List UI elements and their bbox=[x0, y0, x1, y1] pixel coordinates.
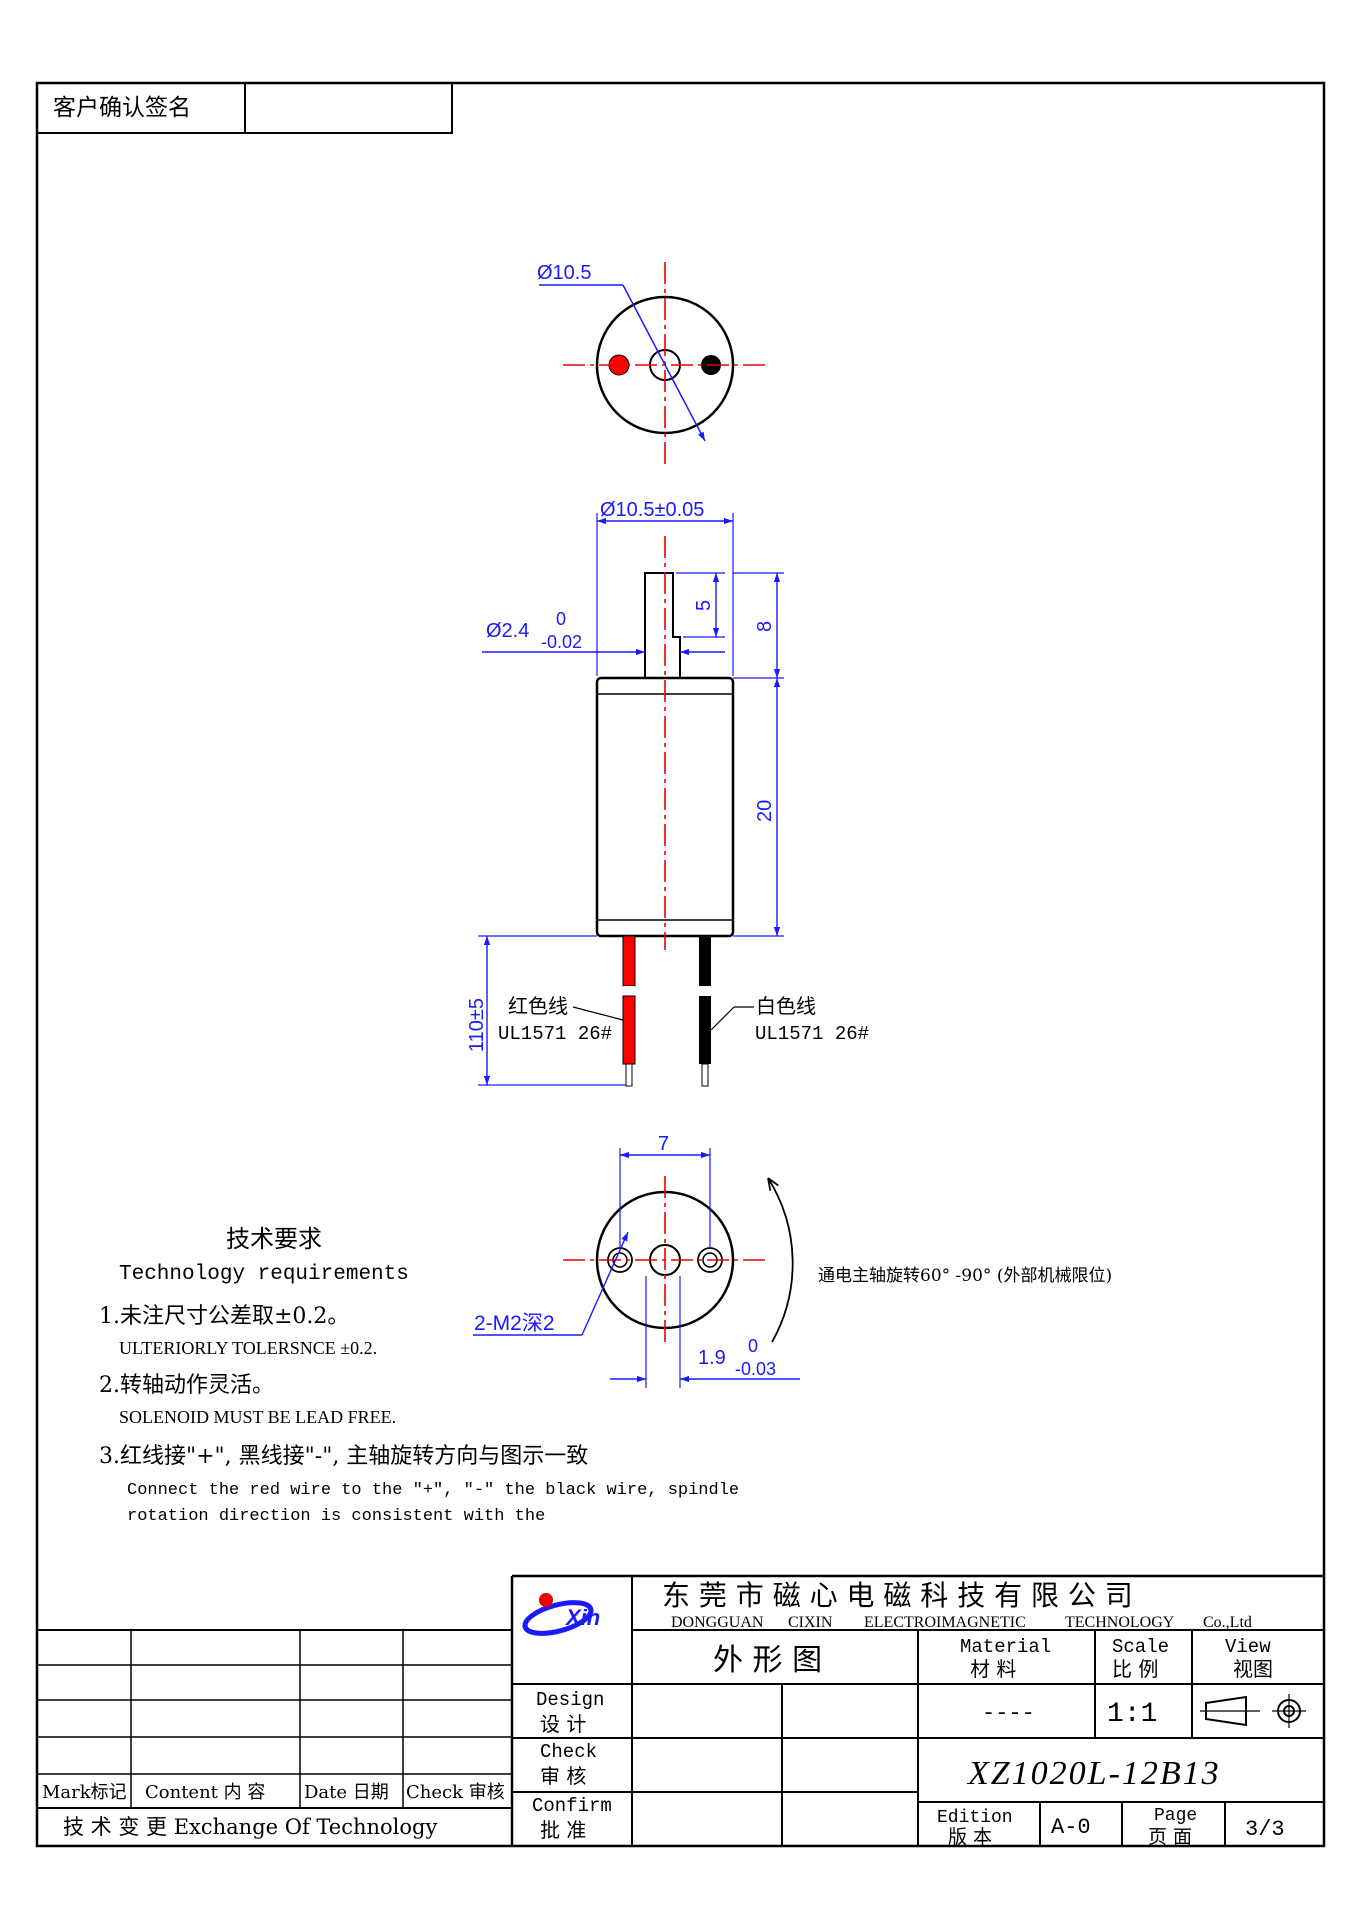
projection-symbol-icon bbox=[1200, 1694, 1306, 1728]
rotation-note: 通电主轴旋转60° -90° (外部机械限位) bbox=[818, 1266, 1112, 1286]
material-label-cn: 材 料 bbox=[970, 1657, 1016, 1681]
check-label-cn: 审 核 bbox=[540, 1764, 586, 1788]
view-label-cn: 视图 bbox=[1233, 1657, 1273, 1681]
rev-footer: 技 术 变 更 Exchange Of Technology bbox=[63, 1815, 437, 1839]
side-view: Ø10.5±0.05 Ø2.4 0 -0.02 5 8 20 110±5 红色线… bbox=[466, 499, 869, 1087]
customer-signature-box: 客户确认签名 bbox=[36, 82, 453, 134]
req-1-en: ULTERIORLY TOLERSNCE ±0.2. bbox=[119, 1338, 377, 1358]
company-name-en-1: DONGGUAN bbox=[671, 1614, 764, 1631]
white-wire-spec: UL1571 26# bbox=[755, 1023, 869, 1045]
top-view-diameter: Ø10.5 bbox=[537, 262, 591, 284]
page-value: 3/3 bbox=[1245, 1817, 1285, 1842]
scale-label-cn: 比 例 bbox=[1112, 1657, 1158, 1681]
edition-label-cn: 版 本 bbox=[948, 1826, 992, 1848]
hole-spacing-dim: 7 bbox=[658, 1133, 669, 1155]
req-3-en-2: rotation direction is consistent with th… bbox=[127, 1507, 545, 1526]
part-number: XZ1020L-12B13 bbox=[966, 1755, 1221, 1792]
thread-callout: 2-M2深2 bbox=[474, 1312, 555, 1335]
tech-title-cn: 技术要求 bbox=[226, 1225, 322, 1253]
body-diameter-dim: Ø10.5±0.05 bbox=[600, 499, 704, 521]
edition-label-en: Edition bbox=[937, 1808, 1013, 1828]
material-value: ---- bbox=[982, 1701, 1035, 1726]
red-wire-spec: UL1571 26# bbox=[498, 1023, 612, 1045]
view-label-en: View bbox=[1225, 1636, 1271, 1658]
confirm-label-en: Confirm bbox=[532, 1795, 612, 1817]
confirm-label-cn: 批 准 bbox=[540, 1818, 586, 1842]
material-label-en: Material bbox=[960, 1636, 1051, 1658]
design-label-en: Design bbox=[536, 1689, 604, 1711]
rev-col-content: Content 内 容 bbox=[145, 1782, 265, 1803]
edition-value: A-0 bbox=[1051, 1815, 1091, 1840]
red-wire-label: 红色线 bbox=[508, 994, 568, 1018]
rev-col-date: Date 日期 bbox=[304, 1782, 389, 1803]
company-name-en-2: CIXIN bbox=[788, 1614, 833, 1631]
company-logo: Xin bbox=[522, 1593, 600, 1636]
bottom-view: 7 1.9 0 -0.03 2-M2深2 通电主轴旋转60° -90° (外部机… bbox=[473, 1133, 1112, 1388]
page-label-cn: 页 面 bbox=[1148, 1826, 1192, 1848]
red-wire bbox=[622, 935, 636, 1087]
company-name-en-4: TECHNOLOGY bbox=[1065, 1614, 1175, 1631]
page-label-en: Page bbox=[1154, 1806, 1197, 1826]
shaft-tol-lower: -0.02 bbox=[541, 632, 582, 652]
scale-value: 1:1 bbox=[1107, 1699, 1157, 1730]
white-wire-label: 白色线 bbox=[756, 994, 816, 1018]
rev-col-mark: Mark标记 bbox=[42, 1782, 127, 1803]
shaft-length-dim: 8 bbox=[754, 621, 776, 632]
flat-tol-upper: 0 bbox=[748, 1336, 758, 1356]
company-name-en-5: Co.,Ltd bbox=[1203, 1614, 1252, 1631]
flat-length-dim: 5 bbox=[693, 600, 715, 611]
req-1-cn: 1.未注尺寸公差取±0.2。 bbox=[99, 1304, 349, 1329]
drawing-title: 外 形 图 bbox=[713, 1643, 822, 1678]
lead-length-dim: 110±5 bbox=[466, 998, 488, 1052]
body-length-dim: 20 bbox=[754, 800, 776, 822]
shaft-diameter-dim: Ø2.4 bbox=[486, 620, 529, 642]
req-2-cn: 2.转轴动作灵活。 bbox=[99, 1373, 274, 1398]
flat-tol-lower: -0.03 bbox=[735, 1359, 776, 1379]
company-name-cn: 东 莞 市 磁 心 电 磁 科 技 有 限 公 司 bbox=[662, 1579, 1133, 1612]
flat-value-dim: 1.9 bbox=[698, 1347, 726, 1369]
check-label-en: Check bbox=[540, 1741, 597, 1763]
req-2-en: SOLENOID MUST BE LEAD FREE. bbox=[119, 1407, 396, 1427]
rev-col-check: Check 审核 bbox=[406, 1782, 505, 1803]
tech-title-en: Technology requirements bbox=[119, 1263, 409, 1286]
logo-text: Xin bbox=[564, 1605, 600, 1630]
company-name-en-3: ELECTROIMAGNETIC bbox=[864, 1614, 1026, 1631]
req-3-cn: 3.红线接"+", 黑线接"-", 主轴旋转方向与图示一致 bbox=[99, 1444, 588, 1469]
black-wire bbox=[699, 936, 711, 1087]
design-label-cn: 设 计 bbox=[540, 1712, 586, 1736]
shaft-tol-upper: 0 bbox=[556, 609, 566, 629]
technical-requirements: 技术要求 Technology requirements 1.未注尺寸公差取±0… bbox=[99, 1225, 739, 1526]
shaft-outline bbox=[644, 572, 681, 678]
title-block bbox=[37, 1574, 1324, 1846]
sheet-border bbox=[35, 81, 1326, 1848]
rotation-arrow bbox=[768, 1178, 794, 1343]
req-3-en-1: Connect the red wire to the "+", "-" the… bbox=[127, 1481, 739, 1500]
customer-signature-label: 客户确认签名 bbox=[53, 95, 191, 121]
top-view: Ø10.5 bbox=[537, 262, 767, 468]
scale-label-en: Scale bbox=[1112, 1636, 1169, 1658]
